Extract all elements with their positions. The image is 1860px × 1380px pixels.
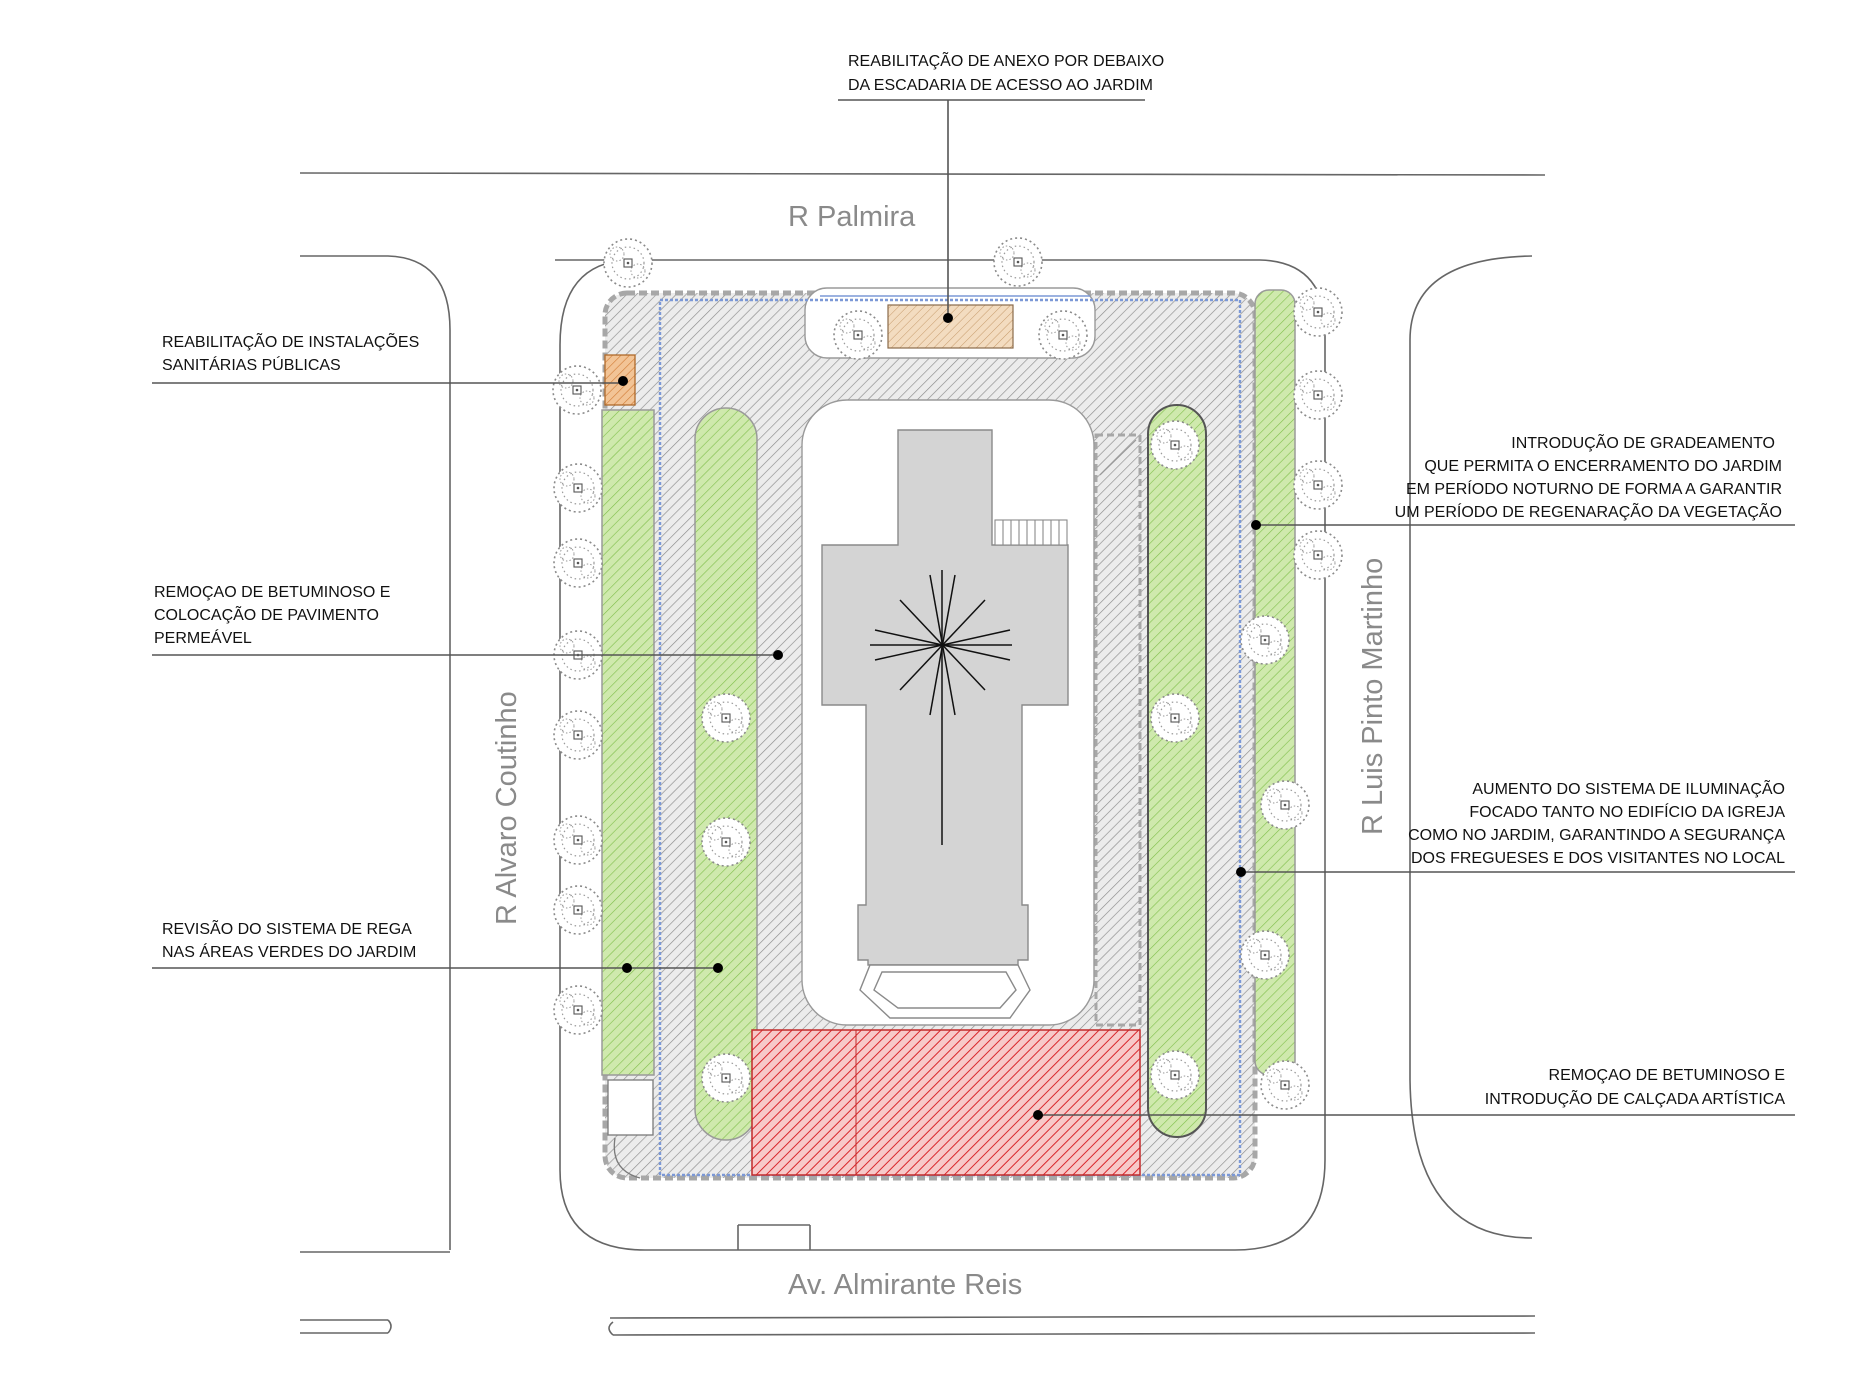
west-green-planter — [694, 407, 758, 1141]
street-label-west: R Alvaro Coutinho — [491, 691, 523, 925]
street-label-north: R Palmira — [788, 201, 916, 233]
annotation-sanitarias-line-1: REABILITAÇÃO DE INSTALAÇÕES — [162, 331, 419, 351]
annotation-iluminacao: AUMENTO DO SISTEMA DE ILUMINAÇÃO FOCADO … — [1408, 778, 1785, 867]
annotation-iluminacao-line-2: FOCADO TANTO NO EDIFÍCIO DA IGREJA — [1469, 802, 1785, 821]
annotation-rega-line-1: REVISÃO DO SISTEMA DE REGA — [162, 918, 412, 938]
annotation-permeavel-line-3: PERMEÁVEL — [154, 628, 252, 647]
annotation-anexo-line-2: DA ESCADARIA DE ACESSO AO JARDIM — [848, 77, 1153, 94]
annotation-rega: REVISÃO DO SISTEMA DE REGA NAS ÁREAS VER… — [162, 918, 416, 961]
annotation-permeavel-line-1: REMOÇAO DE BETUMINOSO E — [154, 584, 390, 601]
annotation-calcada-line-2: INTRODUÇÃO DE CALÇADA ARTÍSTICA — [1485, 1088, 1786, 1108]
annotation-anexo: REABILITAÇÃO DE ANEXO POR DEBAIXO DA ESC… — [848, 50, 1164, 94]
annotation-rega-line-2: NAS ÁREAS VERDES DO JARDIM — [162, 942, 416, 961]
annotation-sanitarias-line-2: SANITÁRIAS PÚBLICAS — [162, 355, 341, 374]
west-kiosk — [607, 1079, 654, 1136]
leader-anexo — [838, 99, 1145, 323]
street-label-south: Av. Almirante Reis — [788, 1269, 1022, 1301]
annotation-gradeamento-line-4: UM PERÍODO DE REGENARAÇÃO DA VEGETAÇÃO — [1395, 501, 1782, 521]
leader-sanitarias — [152, 376, 628, 386]
church-cross-symbol — [870, 570, 1012, 845]
church-side-paving — [1094, 433, 1142, 1027]
leader-iluminacao — [1236, 867, 1795, 877]
leader-rega — [152, 963, 723, 973]
annotation-permeavel: REMOÇAO DE BETUMINOSO E COLOCAÇÃO DE PAV… — [154, 584, 390, 647]
west-kiosk-curve — [613, 1137, 641, 1179]
annotation-calcada: REMOÇAO DE BETUMINOSO E INTRODUÇÃO DE CA… — [1485, 1067, 1786, 1108]
annotation-iluminacao-line-4: DOS FREGUESES E DOS VISITANTES NO LOCAL — [1411, 850, 1785, 867]
east-green-planter — [1147, 404, 1207, 1138]
street-label-east: R Luis Pinto Martinho — [1357, 558, 1389, 835]
annotation-anexo-line-1: REABILITAÇÃO DE ANEXO POR DEBAIXO — [848, 50, 1164, 70]
annotation-sanitarias: REABILITAÇÃO DE INSTALAÇÕES SANITÁRIAS P… — [162, 331, 419, 374]
annotation-iluminacao-line-3: COMO NO JARDIM, GARANTINDO A SEGURANÇA — [1408, 827, 1785, 844]
leader-calcada — [1033, 1110, 1795, 1120]
west-green-strip — [601, 409, 655, 1076]
annotation-gradeamento-line-3: EM PERÍODO NOTURNO DE FORMA A GARANTIR — [1406, 479, 1782, 498]
church-side-ramp — [1099, 439, 1137, 476]
annex-rehab-area — [887, 304, 1014, 349]
annotation-calcada-line-1: REMOÇAO DE BETUMINOSO E — [1549, 1067, 1785, 1084]
church-entrance-steps — [859, 964, 1031, 1019]
artistic-pavement-area — [751, 1029, 1141, 1176]
annotation-iluminacao-line-1: AUMENTO DO SISTEMA DE ILUMINAÇÃO — [1472, 778, 1785, 798]
church-stairs-east — [994, 519, 1068, 546]
annotation-permeavel-line-2: COLOCAÇÃO DE PAVIMENTO — [154, 604, 379, 624]
leader-permeavel — [152, 650, 783, 660]
annotation-gradeamento-line-1: INTRODUÇÃO DE GRADEAMENTO — [1511, 432, 1775, 452]
annotation-gradeamento: INTRODUÇÃO DE GRADEAMENTO QUE PERMITA O … — [1395, 432, 1782, 521]
leader-gradeamento — [1251, 520, 1795, 530]
annotation-gradeamento-line-2: QUE PERMITA O ENCERRAMENTO DO JARDIM — [1424, 458, 1782, 475]
